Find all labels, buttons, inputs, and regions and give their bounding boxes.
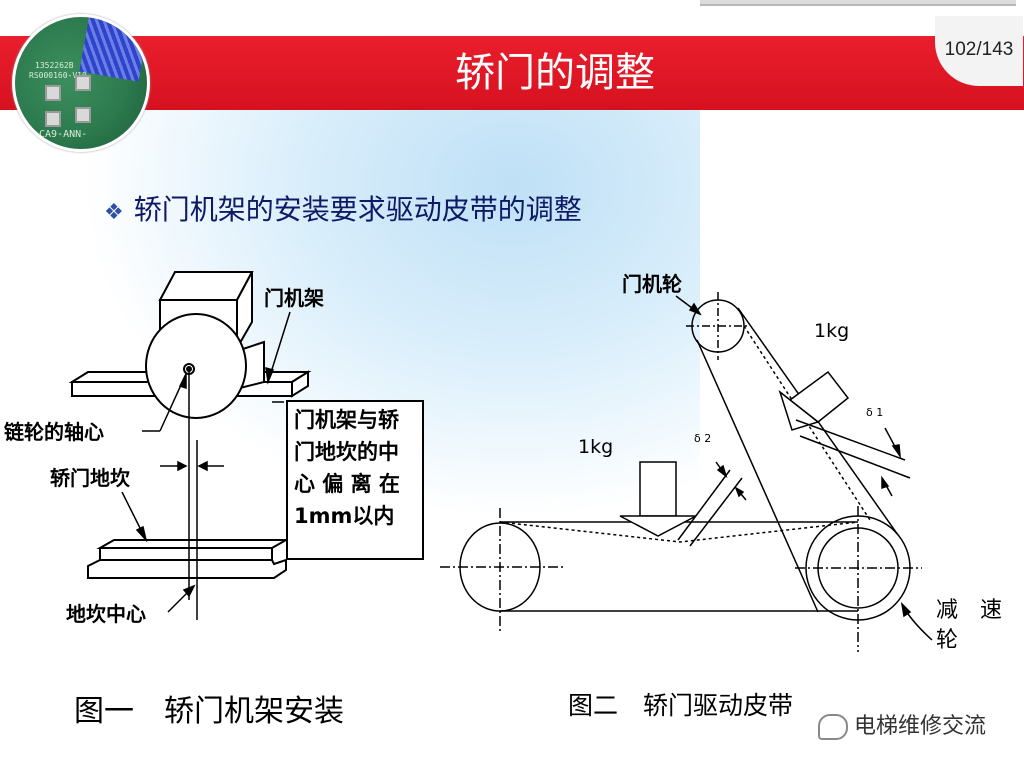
sill-lower: [87, 558, 287, 579]
belt-deflected: [499, 521, 859, 543]
watermark-text: 电梯维修交流: [854, 714, 987, 739]
arrowhead: [900, 601, 912, 618]
bullet-point: ❖ 轿门机架的安装要求驱动皮带的调整: [104, 188, 582, 228]
board-button: [45, 85, 61, 101]
delta2-line-b: [689, 477, 743, 547]
label-sprocket-axis: 链轮的轴心: [4, 420, 104, 444]
arrowhead: [135, 525, 148, 543]
board-button: [45, 111, 61, 127]
label-reducer-line2: 轮: [936, 628, 959, 653]
arrowhead: [891, 444, 902, 459]
title-bar: [0, 36, 1024, 110]
arrowhead: [688, 302, 702, 316]
offset-note-box: 门机架与轿 门地坎的中 心 偏 离 在 1mm以内: [286, 400, 424, 560]
label-sill-center: 地坎中心: [66, 602, 146, 626]
arrowhead: [265, 366, 275, 385]
label-door-frame: 门机架: [264, 286, 324, 310]
board-button: [75, 107, 91, 123]
delta1-line-b: [799, 435, 911, 479]
sprocket-wheel: [145, 313, 247, 419]
note-line: 心 偏 离 在: [294, 472, 400, 496]
arrowhead: [197, 460, 208, 472]
page-number-badge: 102/143: [935, 16, 1023, 86]
diamond-bullet-icon: ❖: [104, 200, 124, 225]
belt-diagonal-left: [696, 339, 819, 613]
circuit-board-photo: 1352262B RS000160-V10 CA9-ANN-: [12, 14, 150, 152]
board-text-3: CA9-ANN-: [39, 129, 88, 140]
label-door-pulley: 门机轮: [622, 272, 682, 296]
label-weight-top: 1kg: [814, 320, 850, 342]
arrowhead: [177, 460, 188, 472]
note-line: 门机架与轿: [294, 408, 399, 432]
label-car-sill: 轿门地坎: [50, 466, 130, 490]
weight-top-arrow: [778, 389, 820, 431]
label-weight-left: 1kg: [578, 436, 614, 458]
board-text-1: 1352262B: [35, 61, 74, 70]
delta2-line-a: [677, 469, 731, 541]
figure2-caption: 图二 轿门驱动皮带: [568, 691, 794, 720]
weight-left-body: [639, 461, 677, 517]
slide-title: 轿门的调整: [455, 50, 655, 96]
wechat-icon: [818, 714, 848, 740]
label-delta1: δ 1: [866, 406, 884, 419]
note-line: 1mm以内: [294, 504, 395, 528]
weight-left-arrow: [619, 515, 697, 537]
motor-box-side: [236, 271, 253, 352]
arrowhead: [182, 584, 196, 598]
board-text-2: RS000160-V10: [29, 71, 87, 80]
delta1-line-a: [795, 419, 906, 461]
wechat-watermark: 电梯维修交流: [818, 708, 986, 740]
arrowhead: [734, 486, 745, 498]
figure1-caption: 图一 轿门机架安装: [74, 694, 344, 729]
label-reducer-line1: 减 速: [936, 598, 1003, 623]
board-button: [75, 75, 91, 91]
label-delta2: δ 2: [694, 432, 712, 445]
arrowhead: [716, 464, 728, 478]
rail-side: [291, 370, 309, 398]
top-frame-strip: [700, 0, 1016, 6]
bullet-text: 轿门机架的安装要求驱动皮带的调整: [133, 193, 582, 226]
arrowhead: [178, 373, 187, 390]
note-line: 门地坎的中: [294, 440, 399, 464]
arrowhead: [881, 475, 890, 490]
